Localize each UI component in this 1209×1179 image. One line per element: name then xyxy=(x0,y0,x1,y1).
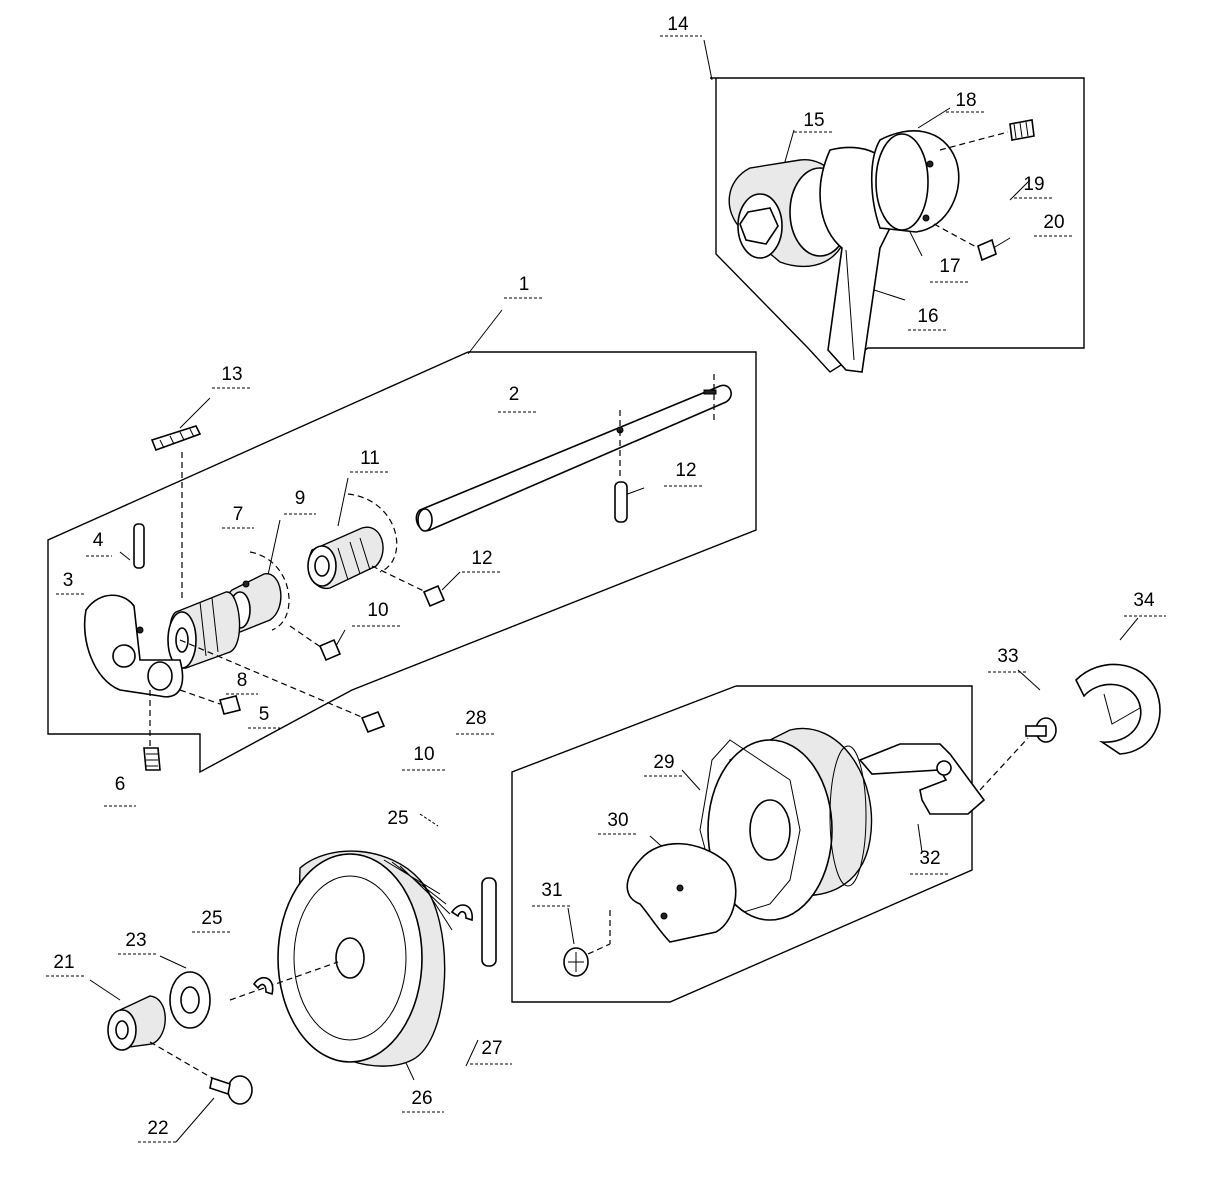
callout-1: 1 xyxy=(519,274,530,295)
callout-20: 19 xyxy=(1023,174,1044,195)
part-23-screw xyxy=(209,1075,253,1105)
callout-9: 9 xyxy=(295,488,306,509)
part-32-bracket xyxy=(858,743,986,815)
callout-28: 28 xyxy=(465,708,486,729)
part-11-coupling xyxy=(307,526,384,589)
part-7-universal-joint xyxy=(167,591,241,669)
callout-32: 32 xyxy=(919,848,940,869)
part-30-cam-segment xyxy=(626,842,737,943)
callout-29: 29 xyxy=(653,752,674,773)
callout-31: 31 xyxy=(541,880,562,901)
part-34-ring xyxy=(1075,663,1161,755)
callout-19: 18 xyxy=(955,90,976,111)
part-22-bushing xyxy=(107,995,166,1051)
callout-33: 33 xyxy=(997,646,1018,667)
part-19-collar xyxy=(870,130,960,233)
group-outline-28 xyxy=(511,685,973,1003)
part-6-setscrew xyxy=(143,747,161,771)
callout-6: 6 xyxy=(115,774,126,795)
callout-15: 14 xyxy=(667,14,689,35)
part-24-washer xyxy=(169,971,211,1029)
callout-11: 11 xyxy=(360,448,380,469)
callout-10-lower: 10 xyxy=(413,744,434,765)
part-25-retaining-ring-left xyxy=(252,976,274,996)
part-27-pin xyxy=(481,877,497,967)
callout-16: 15 xyxy=(803,110,824,131)
part-33-stud xyxy=(1025,717,1057,743)
callout-10-upper: 10 xyxy=(367,600,388,621)
part-5-setscrew xyxy=(219,695,241,715)
callout-25-lower: 25 xyxy=(201,908,222,929)
part-20-screw xyxy=(1009,119,1035,141)
callout-30: 30 xyxy=(607,810,628,831)
part-2-shaft xyxy=(415,384,732,532)
part-29-gear-housing xyxy=(699,727,873,921)
callout-13: 12 xyxy=(675,460,696,481)
callout-27: 27 xyxy=(481,1038,502,1059)
part-3-crank xyxy=(83,594,184,698)
callout-labels: 14 15 18 19 20 17 16 1 2 13 12 11 9 7 12… xyxy=(46,14,1166,1143)
group-outline-1 xyxy=(47,351,757,774)
callout-25-upper: 25 xyxy=(387,808,408,829)
part-13-pin xyxy=(614,481,628,523)
part-10-setscrew-upper xyxy=(318,638,342,662)
callout-2: 2 xyxy=(509,384,520,405)
callout-14: 13 xyxy=(221,364,242,385)
callout-17: 16 xyxy=(917,306,938,327)
part-26-pulley xyxy=(277,850,453,1067)
callout-18: 17 xyxy=(939,256,960,277)
part-21-setscrew xyxy=(977,238,997,262)
callout-34: 34 xyxy=(1133,590,1155,611)
part-12-setscrew xyxy=(422,584,446,608)
part-10-setscrew-lower xyxy=(360,710,386,734)
callout-22: 21 xyxy=(53,952,74,973)
callout-8: 8 xyxy=(237,670,248,691)
part-31-screw xyxy=(563,947,589,977)
callout-12: 12 xyxy=(471,548,492,569)
callout-23: 22 xyxy=(147,1118,168,1139)
part-25-retaining-ring-right xyxy=(450,904,473,922)
callout-26: 26 xyxy=(411,1088,432,1109)
part-14-key xyxy=(150,425,202,452)
callout-21: 20 xyxy=(1043,212,1064,233)
callout-4: 4 xyxy=(93,530,104,551)
callout-5: 5 xyxy=(259,704,270,725)
callout-3: 3 xyxy=(63,570,74,591)
part-4-pin xyxy=(133,523,145,569)
callout-24: 23 xyxy=(125,930,146,951)
callout-7: 7 xyxy=(233,504,244,525)
